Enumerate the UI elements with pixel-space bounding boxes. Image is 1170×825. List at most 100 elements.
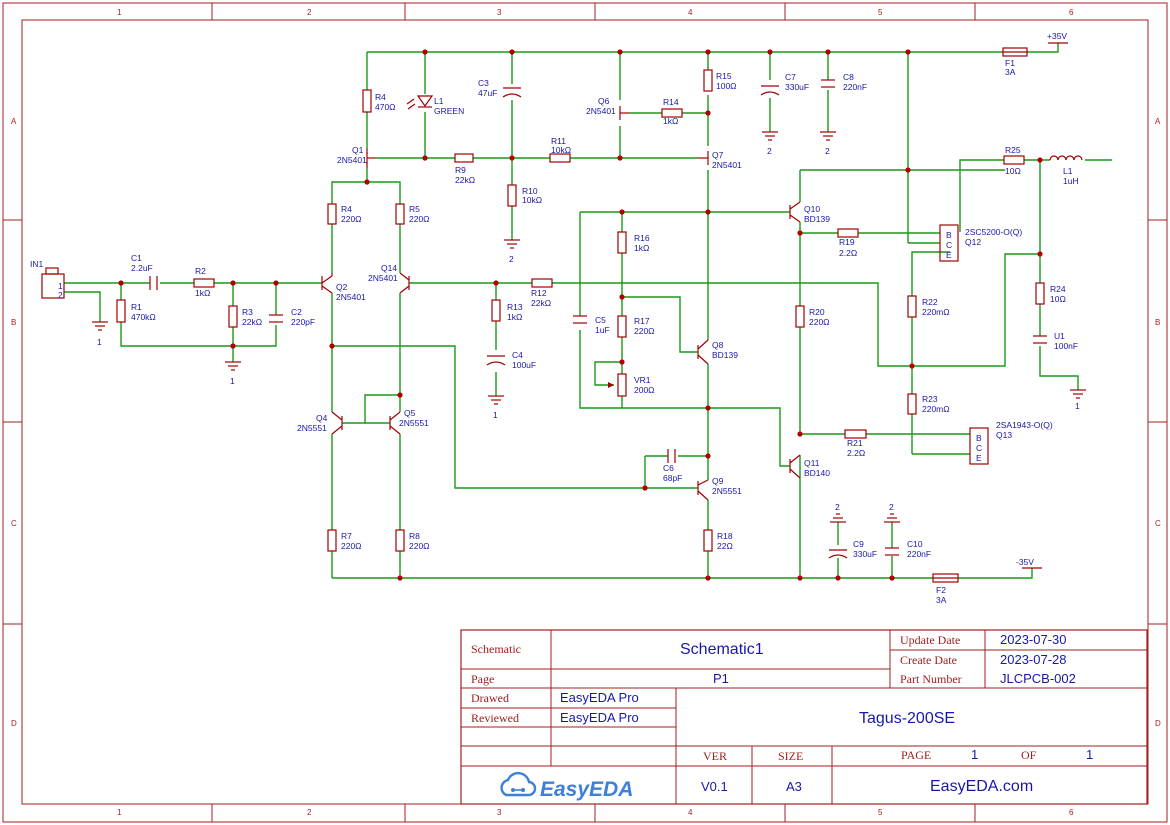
ref-label: R1 xyxy=(131,302,142,312)
ref-label: 2SC5200-O(Q) xyxy=(965,227,1022,237)
value-label: 220nF xyxy=(907,549,931,559)
gnd-label: 2 xyxy=(825,146,830,156)
page-value: P1 xyxy=(713,671,729,686)
pin-label: 1 xyxy=(58,281,63,291)
reviewed-value: EasyEDA Pro xyxy=(560,710,639,725)
value-label: 68pF xyxy=(663,473,682,483)
page-label: Page xyxy=(471,672,494,686)
ref-label: C8 xyxy=(843,72,854,82)
create-date-value: 2023-07-28 xyxy=(1000,652,1067,667)
ref-label: C1 xyxy=(131,253,142,263)
ref-label: R3 xyxy=(242,307,253,317)
value-label: 2N5401 xyxy=(712,160,742,170)
value-label: 2.2Ω xyxy=(839,248,857,258)
ref-label: C7 xyxy=(785,72,796,82)
ref-label: R4 xyxy=(341,204,352,214)
pin-label: 2 xyxy=(58,290,63,300)
value-label: BD140 xyxy=(804,468,830,478)
col-marker: 2 xyxy=(307,808,312,817)
schematic-label: Schematic xyxy=(471,642,521,656)
net-label: +35V xyxy=(1047,31,1067,41)
row-marker: C xyxy=(11,519,17,528)
ref-label: Q6 xyxy=(598,96,610,106)
col-marker: 2 xyxy=(307,8,312,17)
project-title: Tagus-200SE xyxy=(859,710,955,727)
value-label: 2N5401 xyxy=(586,106,616,116)
col-marker: 6 xyxy=(1069,808,1074,817)
ref-label: C2 xyxy=(291,307,302,317)
create-date-label: Create Date xyxy=(900,653,957,667)
ref-label: Q11 xyxy=(804,458,820,468)
value-label: 1uH xyxy=(1063,176,1079,186)
value-label: 330uF xyxy=(853,549,877,559)
value-label: 2N5401 xyxy=(368,273,398,283)
value-label: 22kΩ xyxy=(531,298,551,308)
cloud-icon xyxy=(500,771,537,797)
ref-label: R2 xyxy=(195,266,206,276)
ref-label: R14 xyxy=(663,97,679,107)
ref-label: IN1 xyxy=(30,259,44,269)
ref-label: R9 xyxy=(455,165,466,175)
value-label: 22kΩ xyxy=(455,175,475,185)
ref-label: VR1 xyxy=(634,375,651,385)
pin-label: C xyxy=(946,240,952,250)
ref-label: R22 xyxy=(922,297,938,307)
value-label: GREEN xyxy=(434,106,464,116)
value-label: 220Ω xyxy=(409,541,430,551)
value-label: Q13 xyxy=(996,430,1012,440)
page-no-label: PAGE xyxy=(901,748,931,762)
value-label: 1kΩ xyxy=(663,116,678,126)
col-marker: 4 xyxy=(688,8,693,17)
col-marker: 4 xyxy=(688,808,693,817)
value-label: 10kΩ xyxy=(551,145,571,155)
ref-label: 2SA1943-O(Q) xyxy=(996,420,1053,430)
size-label: SIZE xyxy=(778,749,803,763)
pin-label: B xyxy=(976,433,982,443)
ref-label: Q1 xyxy=(352,145,364,155)
value-label: 100Ω xyxy=(716,81,737,91)
part-number-value: JLCPCB-002 xyxy=(1000,671,1076,686)
value-label: 220Ω xyxy=(409,214,430,224)
drawed-label: Drawed xyxy=(471,691,509,705)
page-no-value: 1 xyxy=(971,747,978,762)
value-label: 220mΩ xyxy=(922,307,950,317)
junction-dots xyxy=(118,49,1043,581)
ref-label: C5 xyxy=(595,315,606,325)
row-marker: A xyxy=(1155,117,1161,126)
ref-label: F1 xyxy=(1005,58,1015,68)
pin-label: E xyxy=(946,250,952,260)
ref-label: Q4 xyxy=(316,413,328,423)
value-label: 220Ω xyxy=(341,214,362,224)
row-marker: D xyxy=(1155,719,1161,728)
value-label: 1kΩ xyxy=(507,312,522,322)
ref-label: Q10 xyxy=(804,204,820,214)
row-marker: D xyxy=(11,719,17,728)
of-value: 1 xyxy=(1086,747,1093,762)
gnd-label: 2 xyxy=(767,146,772,156)
ref-label: Q14 xyxy=(381,263,397,273)
value-label: 100nF xyxy=(1054,341,1078,351)
value-label: 1kΩ xyxy=(195,288,210,298)
ref-label: R16 xyxy=(634,233,650,243)
update-date-label: Update Date xyxy=(900,633,960,647)
value-label: 100uF xyxy=(512,360,536,370)
ref-label: F2 xyxy=(936,585,946,595)
ref-label: L1 xyxy=(1063,166,1073,176)
gnd-label: 2 xyxy=(509,254,514,264)
pin-label: E xyxy=(976,453,982,463)
row-marker: C xyxy=(1155,519,1161,528)
ref-label: R10 xyxy=(522,186,538,196)
ref-label: U1 xyxy=(1054,331,1065,341)
col-marker: 5 xyxy=(878,808,883,817)
row-marker: A xyxy=(11,117,17,126)
logo-text: EasyEDA xyxy=(540,778,633,801)
value-label: 3A xyxy=(1005,67,1016,77)
ref-label: R15 xyxy=(716,71,732,81)
pin-label: C xyxy=(976,443,982,453)
row-markers-right: A B C D xyxy=(1155,117,1161,728)
col-marker: 6 xyxy=(1069,8,1074,17)
row-marker: B xyxy=(11,318,16,327)
gnd-label: 2 xyxy=(835,502,840,512)
ref-label: R7 xyxy=(341,531,352,541)
